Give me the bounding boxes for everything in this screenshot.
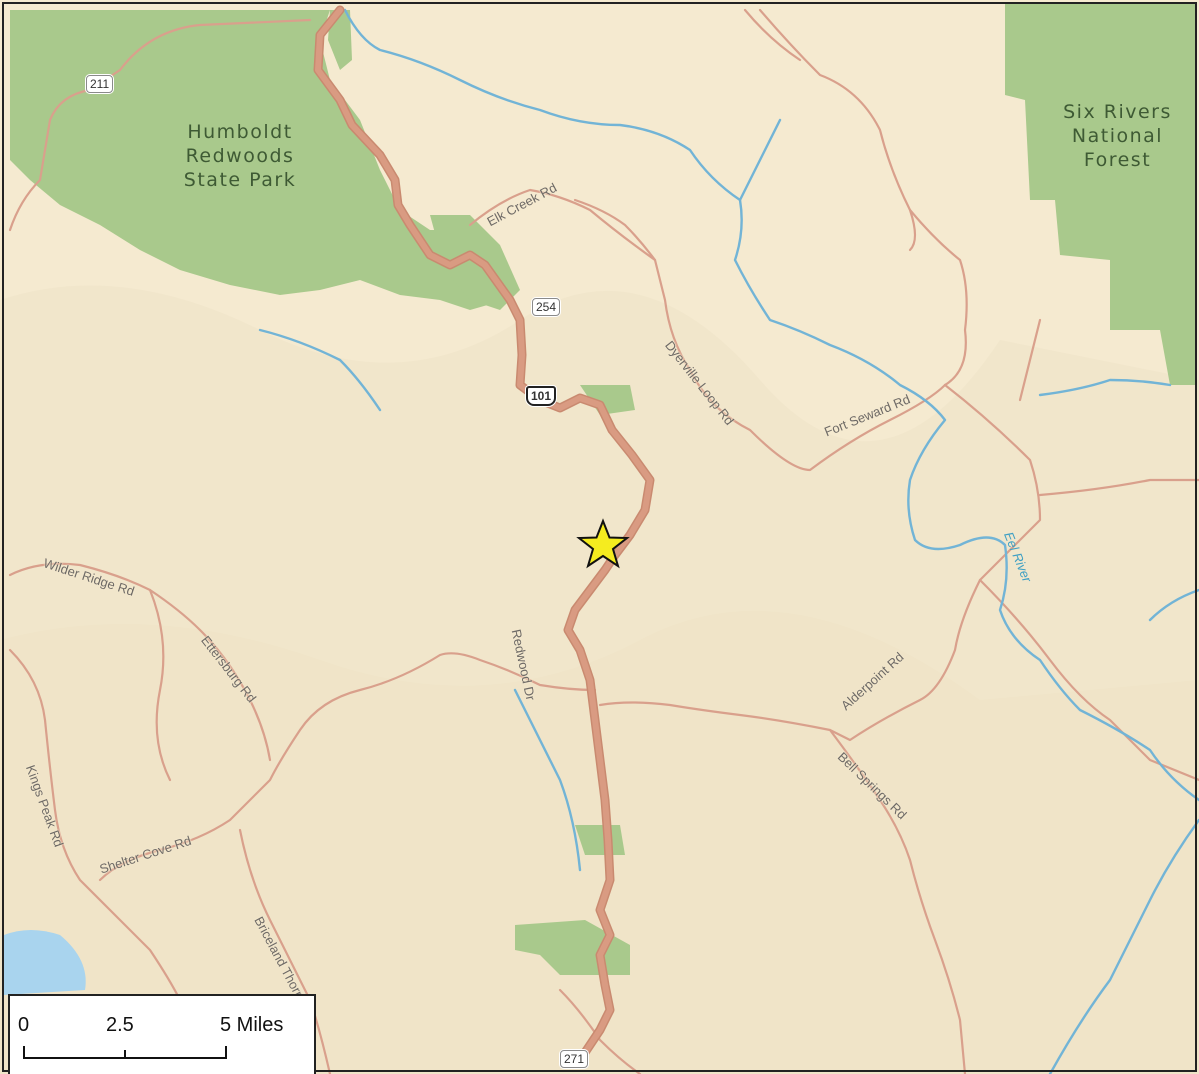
minor-roads [8, 8, 1199, 1074]
route-254-shield: 254 [532, 298, 561, 316]
six-rivers-forest-area [1005, 4, 1197, 385]
six-rivers-forest-label: Six Rivers National Forest [1063, 101, 1172, 171]
eel-river [258, 8, 1199, 1074]
highway-101 [315, 7, 653, 1063]
scale-label-2-5: 2.5 [106, 1014, 134, 1036]
humboldt-park-label: Humboldt Redwoods State Park [183, 121, 297, 191]
lake-water [4, 930, 86, 995]
humboldt-park-area [10, 10, 505, 310]
star-icon[interactable] [576, 518, 630, 569]
scale-label-5-miles: 5 Miles [220, 1014, 284, 1036]
route-211-shield: 211 [86, 75, 114, 93]
us-101-shield: 101 [526, 386, 557, 406]
route-271-shield: 271 [560, 1050, 589, 1068]
terrain-shading [0, 285, 1199, 1074]
park-patch-north [328, 10, 352, 70]
park-patch-101 [580, 385, 635, 415]
scale-label-0: 0 [18, 1014, 30, 1036]
scale-ruler [23, 1046, 227, 1059]
scale-bar: 0 2.5 5 Miles [8, 994, 316, 1074]
